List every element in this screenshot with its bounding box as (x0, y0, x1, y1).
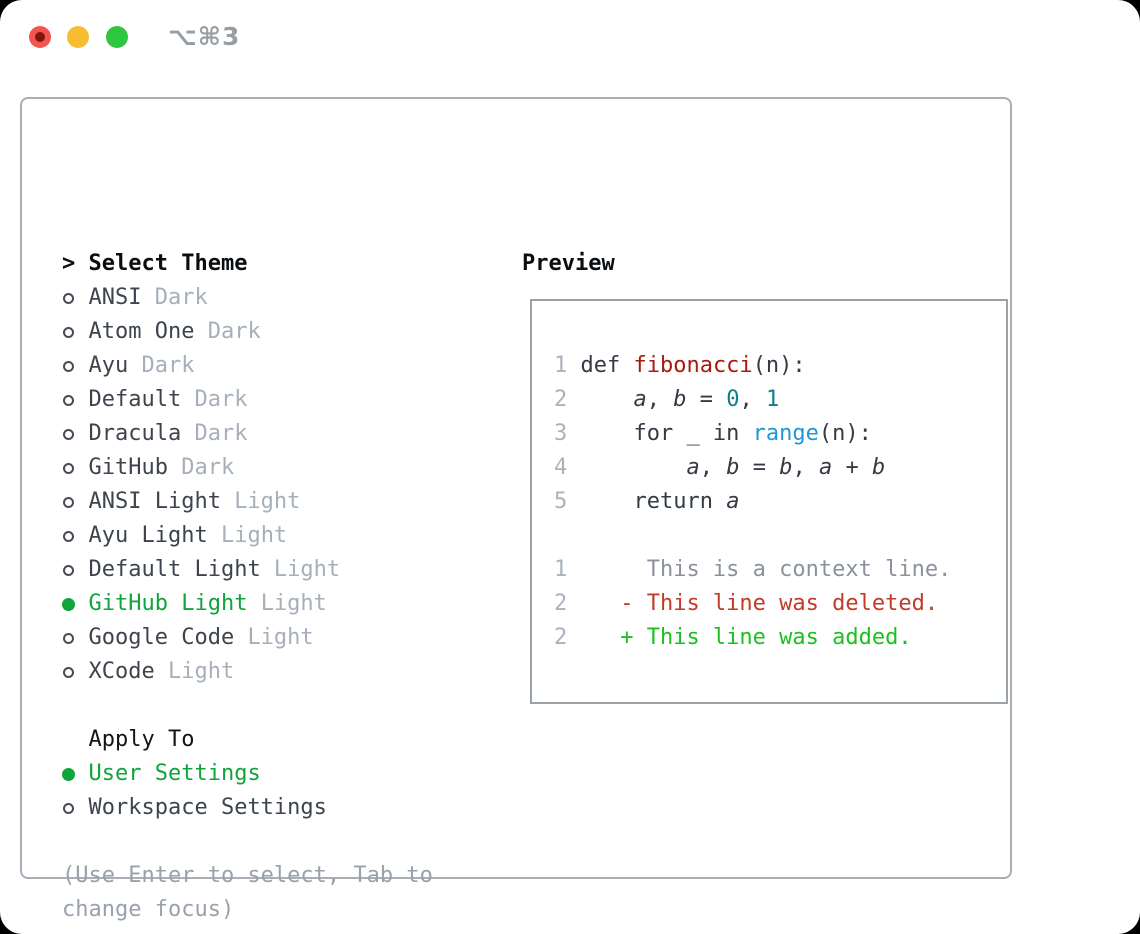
code-line: 2 a, b = 0, 1 (554, 387, 780, 412)
radio-selected-icon (62, 597, 89, 611)
theme-tag: Light (167, 659, 235, 684)
theme-tag: Light (273, 557, 341, 582)
radio-icon (62, 496, 89, 508)
blank-line (554, 519, 1006, 553)
radio-icon (62, 666, 89, 678)
theme-option-ayu-light[interactable]: Ayu Light Light (62, 519, 433, 553)
theme-tag: Dark (141, 353, 195, 378)
close-button[interactable] (29, 26, 51, 48)
theme-name: ANSI (88, 285, 142, 310)
theme-name: Default Light (88, 557, 261, 582)
theme-tag: Dark (181, 455, 235, 480)
diff-line-added: 2 + This line was added. (554, 625, 912, 650)
theme-name: XCode (88, 659, 155, 684)
theme-option-ayu-dark[interactable]: Ayu Dark (62, 349, 433, 383)
apply-option-label: User Settings (88, 761, 261, 786)
apply-option-workspace-settings[interactable]: Workspace Settings (62, 791, 433, 825)
radio-icon (62, 360, 89, 372)
apply-to-section: Apply To User Settings Workspace Setting… (62, 723, 433, 825)
theme-name: Dracula (88, 421, 182, 446)
line-number: 4 (554, 455, 568, 480)
theme-option-github-light[interactable]: GitHub Light Light (62, 587, 433, 621)
theme-tag: Dark (207, 319, 261, 344)
code-line: 5 return a (554, 489, 740, 514)
theme-name: Ayu Light (88, 523, 208, 548)
theme-tag: Dark (194, 421, 248, 446)
theme-list: > Select Theme ANSI Dark Atom One Dark A… (62, 247, 433, 927)
theme-option-ansi-dark[interactable]: ANSI Dark (62, 281, 433, 315)
line-number: 5 (554, 489, 568, 514)
line-number: 2 (554, 625, 568, 650)
help-line-1: (Use Enter to select, Tab to (62, 863, 433, 888)
maximize-button[interactable] (106, 26, 128, 48)
theme-name: ANSI Light (88, 489, 221, 514)
radio-icon (62, 428, 89, 440)
titlebar: ⌥⌘3 (0, 0, 1140, 74)
apply-option-label: Workspace Settings (88, 795, 327, 820)
theme-option-atom-one-dark[interactable]: Atom One Dark (62, 315, 433, 349)
radio-icon (62, 462, 89, 474)
line-number: 2 (554, 387, 568, 412)
theme-option-dracula-dark[interactable]: Dracula Dark (62, 417, 433, 451)
theme-tag: Light (220, 523, 288, 548)
theme-name: Google Code (88, 625, 235, 650)
select-theme-header: > Select Theme (62, 247, 433, 281)
theme-option-default-light[interactable]: Default Light Light (62, 553, 433, 587)
line-number: 1 (554, 353, 568, 378)
radio-icon (62, 530, 89, 542)
theme-option-xcode-light[interactable]: XCode Light (62, 655, 433, 689)
radio-icon (62, 564, 89, 576)
line-number: 2 (554, 591, 568, 616)
theme-picker-panel: > Select Theme ANSI Dark Atom One Dark A… (20, 97, 1012, 922)
theme-name: Default (88, 387, 182, 412)
theme-tag: Dark (154, 285, 208, 310)
builtin-name: range (752, 421, 819, 446)
minimize-button[interactable] (67, 26, 89, 48)
radio-icon (62, 632, 89, 644)
theme-option-ansi-light[interactable]: ANSI Light Light (62, 485, 433, 519)
section-title: Select Theme (88, 251, 248, 276)
theme-name: Atom One (88, 319, 195, 344)
radio-icon (62, 292, 89, 304)
diff-line-context: 1 This is a context line. (554, 557, 952, 582)
radio-icon (62, 802, 89, 814)
theme-option-github-dark[interactable]: GitHub Dark (62, 451, 433, 485)
code-line: 3 for _ in range(n): (554, 421, 872, 446)
section-title: Apply To (88, 727, 195, 752)
radio-icon (62, 394, 89, 406)
caret-icon: > (62, 251, 76, 276)
theme-name: GitHub Light (88, 591, 248, 616)
help-line-2: change focus) (62, 897, 235, 922)
theme-tag: Dark (194, 387, 248, 412)
preview-title: Preview (522, 251, 615, 276)
apply-option-user-settings[interactable]: User Settings (62, 757, 433, 791)
line-number: 1 (554, 557, 568, 582)
function-name: fibonacci (633, 353, 753, 378)
theme-name: Ayu (88, 353, 129, 378)
radio-selected-icon (62, 767, 89, 781)
theme-option-default-dark[interactable]: Default Dark (62, 383, 433, 417)
theme-name: GitHub (88, 455, 168, 480)
theme-option-google-code-light[interactable]: Google Code Light (62, 621, 433, 655)
radio-icon (62, 326, 89, 338)
theme-tag: Light (234, 489, 301, 514)
line-number: 3 (554, 421, 568, 446)
theme-tag: Light (247, 625, 314, 650)
window-shortcut-label: ⌥⌘3 (168, 22, 241, 51)
theme-tag: Light (260, 591, 327, 616)
code-line: 4 a, b = b, a + b (554, 455, 886, 480)
help-text: (Use Enter to select, Tab to change focu… (62, 859, 433, 927)
diff-line-deleted: 2 - This line was deleted. (554, 591, 939, 616)
apply-to-header: Apply To (62, 723, 433, 757)
